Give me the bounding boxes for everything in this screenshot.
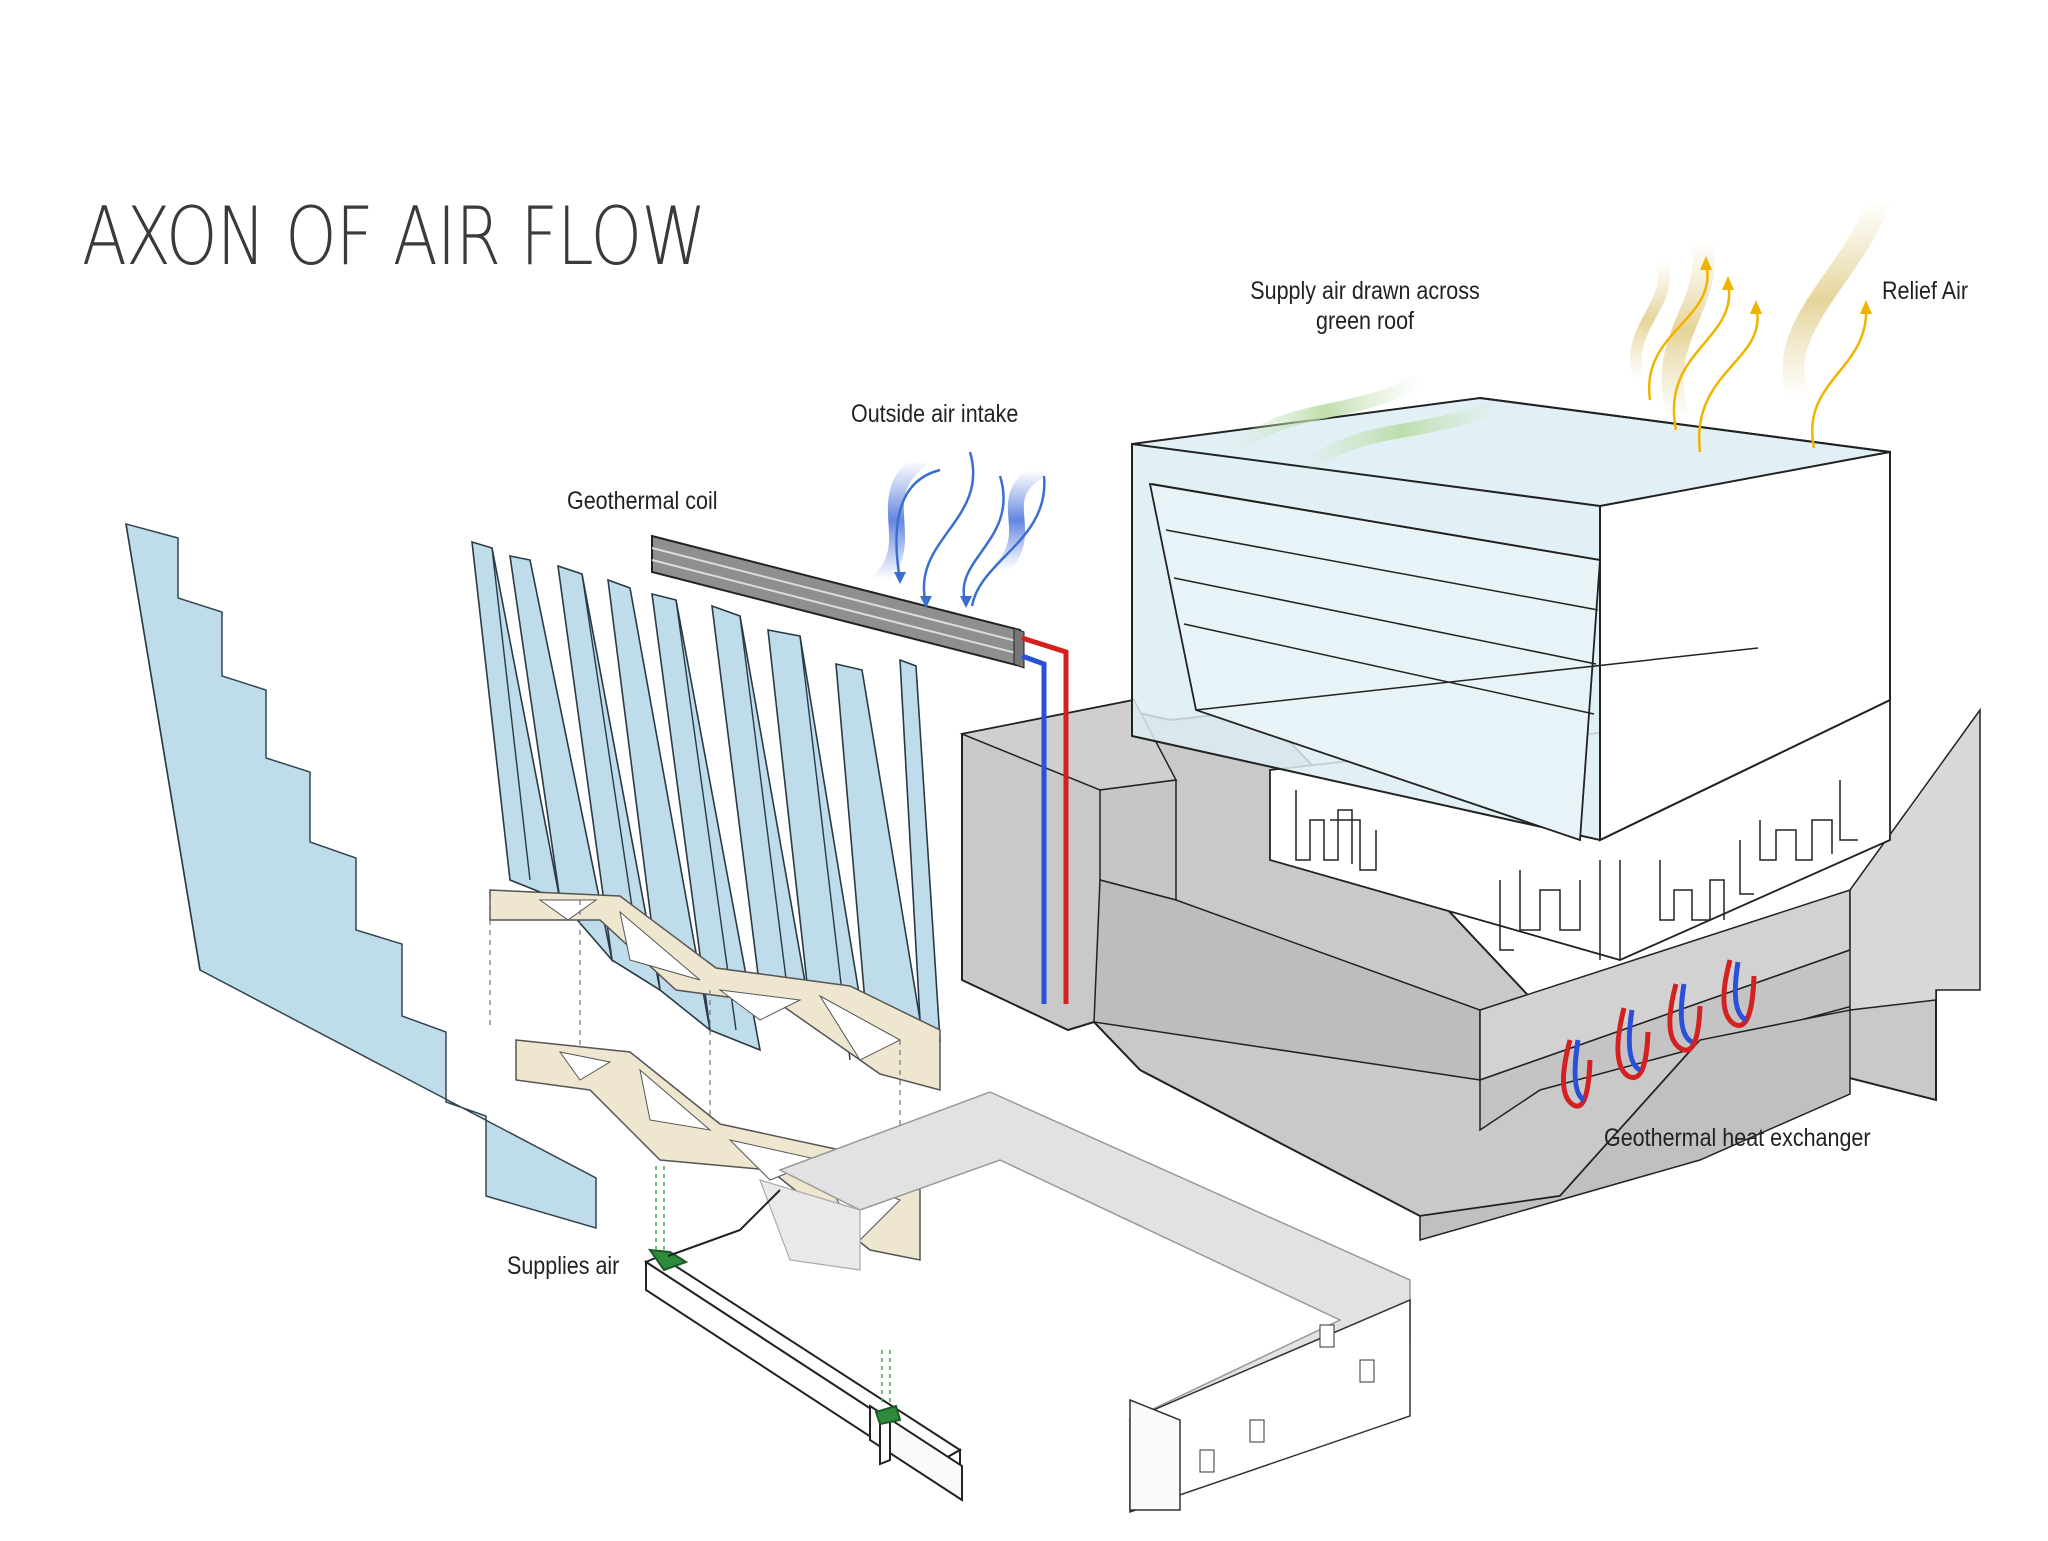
heat-exchanger-loops [1560,959,1757,1109]
glass-fins [471,540,941,1082]
grey-plinth [959,698,1981,1241]
geothermal-heat-exchanger-label: Geothermal heat exchanger [1604,1124,1871,1152]
geothermal-coil-label: Geothermal coil [567,487,718,515]
outside-air-intake-label: Outside air intake [851,400,1019,428]
geothermal-coil [651,534,1025,669]
stepped-glass-wall [125,522,597,1229]
green-roof-air-wisps [1223,373,1507,477]
truss-upper [489,889,941,1091]
supplies-air-label: Supplies air [507,1252,620,1280]
relief-air-arrows [1647,256,1872,453]
u-shaped-foundation [759,1091,1411,1514]
relief-air-label: Relief Air [1882,277,1969,305]
glass-volume [1131,396,1891,842]
return-pipe-red [1021,635,1069,1004]
supply-duct [643,1189,963,1502]
supply-pipe-blue [1021,653,1047,1004]
supply-air-label: Supply air drawn across green roof [1250,277,1480,335]
supply-air-drops [655,1166,891,1406]
outside-air-arrows [894,451,1046,608]
page-title: AXON OF AIR FLOW [82,190,706,283]
outside-air-wisps [872,452,1048,588]
